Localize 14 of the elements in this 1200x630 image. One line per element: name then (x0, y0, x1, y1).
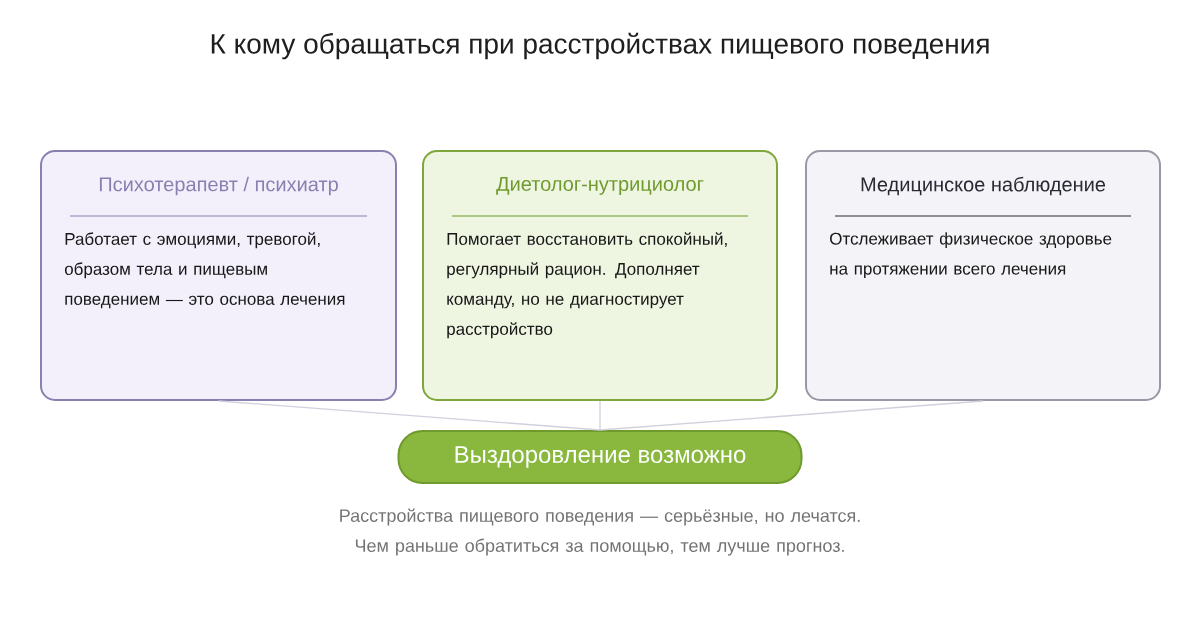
connector-line (599, 400, 984, 431)
card-text: Работает с эмоциями, тревогой, образом тела и пищевым поведением — это основа лечения (64, 232, 345, 309)
connector-line (217, 400, 601, 431)
card (422, 150, 778, 401)
card-text: Помогает восстановить спокойный, регулярный рацион. Дополняет команду, но не диагностирует расстройство (447, 232, 727, 339)
card-text: Отслеживает физическое здоровье на протяжении всего лечения (830, 232, 1112, 279)
card-heading: Диетолог-нутрициолог (496, 177, 704, 195)
title: К кому обращаться при расстройствах пищевого поведения (211, 32, 989, 60)
card-heading: Медицинское наблюдение (861, 176, 1106, 196)
card (40, 150, 397, 401)
pill-button: Выздоровление возможно (397, 430, 803, 484)
card-heading: Психотерапевт / психиатр (99, 176, 338, 196)
caption: Расстройства пищевого поведения — серьёзные, но лечатся. Чем раньше обратиться за помощью, тем лучше прогноз. (340, 508, 860, 556)
card (805, 150, 1161, 401)
